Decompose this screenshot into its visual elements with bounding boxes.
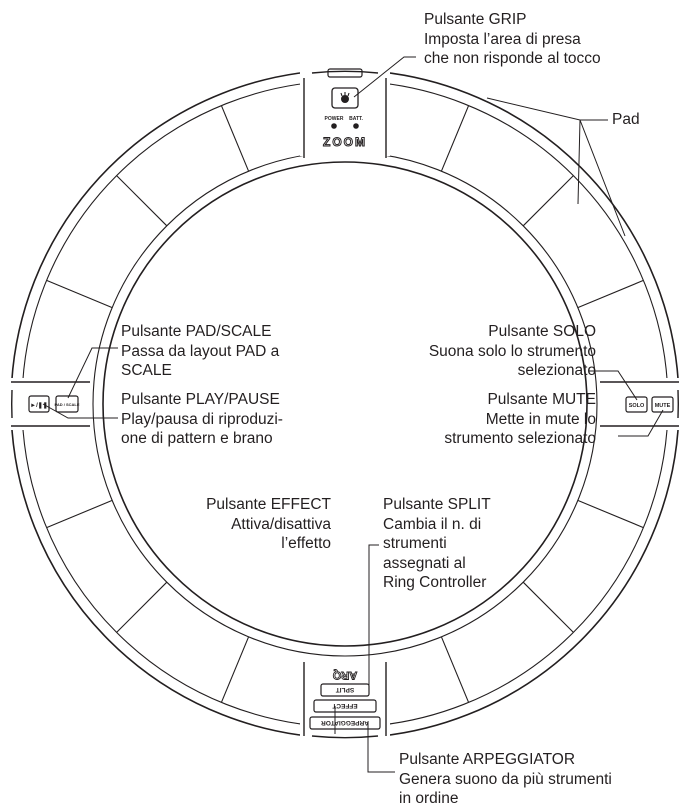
grip-callout: Pulsante GRIP Imposta l’area di presa ch…	[424, 10, 601, 69]
bottom-block	[303, 662, 387, 739]
split-leader	[368, 544, 379, 690]
solo-label: SOLO	[629, 403, 645, 409]
mute-callout-title: Pulsante MUTE	[487, 391, 596, 408]
pad-divider	[440, 105, 470, 172]
pad-scale-callout: Pulsante PAD/SCALE Passa da layout PAD a…	[121, 322, 279, 381]
pad-callout-title: Pad	[612, 111, 640, 128]
play-pause-callout-line: one di pattern e brano	[121, 430, 273, 447]
arq-logo: ARQ	[332, 669, 357, 681]
arpeggiator-label: ARPEGGIATOR	[321, 719, 369, 726]
mute-callout: Pulsante MUTE Mette in mute lo strumento…	[444, 390, 596, 449]
pad-scale-label: PAD / SCALE	[54, 402, 79, 407]
arpeggiator-callout-line: Genera suono da più strumenti	[399, 770, 612, 788]
batt-label: BATT.	[349, 116, 363, 122]
mute-callout-line: Mette in mute lo	[485, 410, 596, 428]
mute-callout-line: strumento selezionato	[444, 430, 596, 447]
effect-callout: Pulsante EFFECT Attiva/disattiva l’effet…	[206, 495, 331, 554]
solo-callout-title: Pulsante SOLO	[488, 323, 596, 340]
right-block	[600, 381, 679, 427]
pad-scale-callout-title: Pulsante PAD/SCALE	[121, 323, 272, 340]
split-label: SPLIT	[336, 686, 354, 693]
effect-label: EFFECT	[332, 702, 357, 709]
mute-button[interactable]	[651, 396, 674, 413]
effect-callout-title: Pulsante EFFECT	[206, 496, 331, 513]
pad-divider	[220, 636, 250, 703]
play-pause-leader	[42, 403, 118, 419]
pad-leader	[486, 97, 626, 237]
pad-divider	[522, 175, 574, 227]
pad-scale-button[interactable]	[55, 395, 79, 413]
pad-divider	[46, 279, 113, 309]
pad-divider	[577, 279, 644, 309]
grip-slot	[327, 68, 363, 78]
arpeggiator-button[interactable]	[309, 716, 381, 730]
grip-block	[303, 68, 387, 158]
mute-label: MUTE	[655, 403, 671, 409]
grip-hand-icon	[340, 92, 350, 103]
pad-divider	[116, 175, 168, 227]
split-callout-line: Cambia il n. di	[383, 515, 482, 533]
power-led	[331, 123, 337, 129]
effect-callout-line: Attiva/disattiva	[231, 515, 331, 533]
split-callout-line: Ring Controller	[383, 574, 487, 591]
leader-lines	[42, 56, 664, 773]
pad-divider	[116, 581, 168, 633]
solo-callout: Pulsante SOLO Suona solo lo strumento se…	[429, 322, 596, 381]
mute-leader	[618, 409, 664, 437]
split-callout: Pulsante SPLIT Cambia il n. di strumenti…	[383, 495, 491, 593]
play-pause-callout-line: Play/pausa di riproduzi-	[121, 410, 283, 428]
pad-divider	[522, 581, 574, 633]
pad-divider	[220, 105, 250, 172]
pad-divider	[577, 499, 644, 529]
play-pause-callout: Pulsante PLAY/PAUSE Play/pausa di riprod…	[121, 390, 283, 449]
pad-dividers	[46, 105, 644, 703]
play-pause-callout-title: Pulsante PLAY/PAUSE	[121, 391, 280, 408]
grip-leader	[353, 56, 416, 98]
solo-button[interactable]	[625, 396, 648, 413]
pad-scale-leader	[67, 347, 118, 399]
grip-callout-line: che non risponde al tocco	[424, 50, 601, 67]
solo-callout-line: Suona solo lo strumento	[428, 342, 596, 360]
power-label: POWER	[325, 116, 344, 122]
effect-callout-line: l’effetto	[281, 535, 331, 552]
solo-callout-line: selezionato	[517, 362, 596, 379]
inner-ring	[102, 161, 588, 647]
grip-callout-line: Imposta l’area di presa	[424, 30, 581, 48]
pad-divider	[440, 636, 470, 703]
grip-callout-title: Pulsante GRIP	[424, 11, 527, 28]
button-block-cutouts	[0, 64, 690, 746]
effect-button[interactable]	[313, 699, 377, 713]
play-pause-label: ►/❚❚	[30, 402, 48, 409]
pad-divider	[46, 499, 113, 529]
batt-led	[353, 123, 359, 129]
pad-scale-callout-line: SCALE	[121, 362, 172, 379]
grip-button[interactable]	[331, 87, 359, 109]
arpeggiator-callout-title: Pulsante ARPEGGIATOR	[399, 751, 576, 768]
arpeggiator-leader	[367, 722, 395, 773]
split-callout-line: assegnati al	[383, 554, 466, 572]
arpeggiator-callout: Pulsante ARPEGGIATOR Genera suono da più…	[399, 750, 612, 809]
solo-leader	[589, 370, 638, 401]
split-callout-line: strumenti	[383, 535, 447, 552]
zoom-logo: ZOOM	[323, 135, 367, 149]
pad-callout: Pad	[612, 110, 640, 130]
left-block	[11, 381, 90, 427]
split-callout-title: Pulsante SPLIT	[383, 496, 491, 513]
arpeggiator-callout-line: in ordine	[399, 790, 459, 807]
play-pause-button[interactable]	[28, 395, 50, 413]
pad-scale-callout-line: Passa da layout PAD a	[121, 342, 280, 360]
